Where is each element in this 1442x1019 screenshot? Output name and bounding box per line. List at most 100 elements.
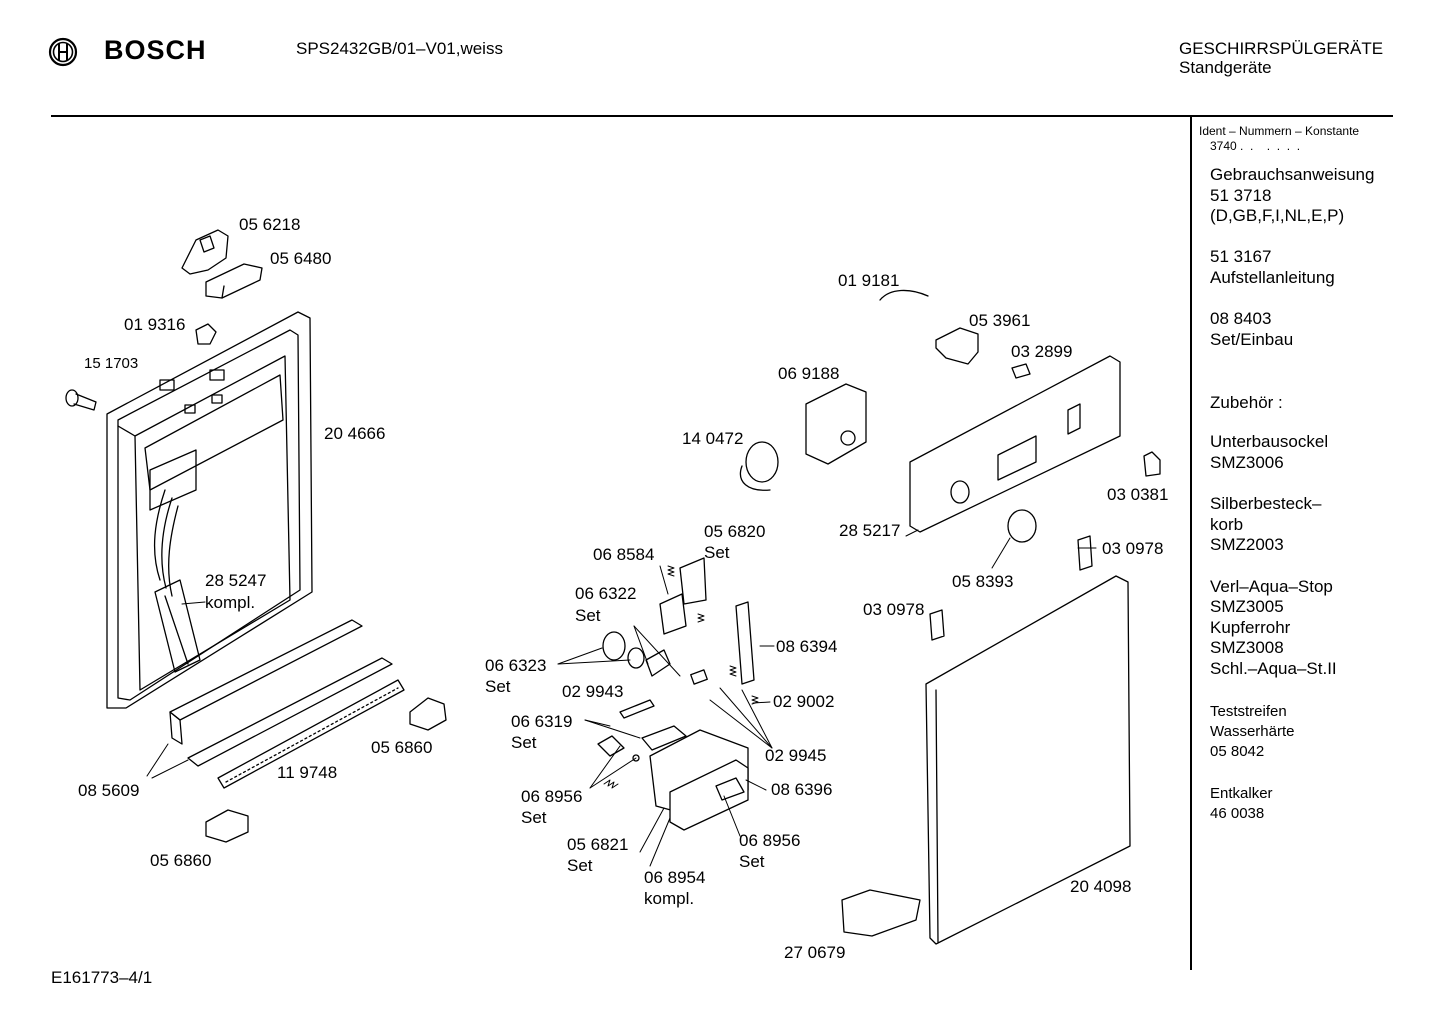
install-number: 08 8403 bbox=[1210, 309, 1272, 328]
outer-door-panel bbox=[925, 575, 1131, 945]
test-strip-label: Wasserhärte bbox=[1210, 723, 1295, 740]
accessory-name: Verl–Aqua–Stop bbox=[1210, 577, 1333, 596]
part-number: 06 8956 bbox=[739, 831, 801, 850]
foam-block bbox=[409, 697, 447, 731]
hinge-bracket bbox=[841, 889, 921, 937]
accessory-code: SMZ2003 bbox=[1210, 535, 1284, 554]
manual-label: Gebrauchsanweisung bbox=[1210, 165, 1375, 184]
part-number: 08 5609 bbox=[78, 781, 140, 800]
programmer-unit bbox=[805, 383, 867, 465]
part-number: 03 0978 bbox=[1102, 539, 1164, 558]
ident-value: 3740 . . . . . . bbox=[1210, 139, 1301, 153]
part-number: 06 8584 bbox=[593, 545, 655, 564]
part-number: 01 9316 bbox=[124, 315, 186, 334]
accessory-code: SMZ3008 bbox=[1210, 638, 1284, 657]
brand-name: BOSCH bbox=[104, 35, 207, 65]
manual-languages: (D,GB,F,I,NL,E,P) bbox=[1210, 206, 1345, 225]
part-number: 08 6394 bbox=[776, 637, 838, 656]
part-number: 03 2899 bbox=[1011, 342, 1073, 361]
part-number: 01 9181 bbox=[838, 271, 900, 290]
descaler-label: Entkalker bbox=[1210, 785, 1273, 802]
accessory-name: Schl.–Aqua–St.II bbox=[1210, 659, 1337, 678]
part-number: 03 0978 bbox=[863, 600, 925, 619]
latch-part bbox=[929, 609, 945, 641]
part-note: kompl. bbox=[205, 593, 256, 612]
door-rails bbox=[169, 619, 405, 789]
part-note: Set bbox=[567, 856, 593, 875]
header-rule bbox=[51, 115, 1393, 117]
part-number: 14 0472 bbox=[682, 429, 744, 448]
inner-door-frame bbox=[106, 311, 313, 709]
category-title: GESCHIRRSPÜLGERÄTE bbox=[1179, 39, 1384, 58]
part-number: 05 6218 bbox=[239, 215, 301, 234]
part-number: 11 9748 bbox=[277, 763, 338, 782]
part-number: 20 4666 bbox=[324, 424, 386, 443]
part-number: 05 8393 bbox=[952, 572, 1014, 591]
part-number: 05 6821 bbox=[567, 835, 629, 854]
test-strip-code: 05 8042 bbox=[1210, 743, 1265, 760]
accessories-label: Zubehör : bbox=[1210, 393, 1283, 412]
part-number: 02 9002 bbox=[773, 692, 835, 711]
foam-block bbox=[205, 809, 249, 843]
descaler-code: 46 0038 bbox=[1210, 805, 1265, 822]
bosch-logo-icon bbox=[48, 37, 78, 67]
accessory-code: SMZ3006 bbox=[1210, 453, 1284, 472]
part-number: 20 4098 bbox=[1070, 877, 1132, 896]
part-number: 06 8954 bbox=[644, 868, 706, 887]
clip-part bbox=[195, 323, 217, 345]
springs bbox=[603, 565, 759, 789]
manual-number: 51 3718 bbox=[1210, 186, 1272, 205]
part-number: 06 9188 bbox=[778, 364, 840, 383]
part-note: Set bbox=[575, 606, 601, 625]
part-number: 05 6820 bbox=[704, 522, 766, 541]
setup-number: 51 3167 bbox=[1210, 247, 1272, 266]
part-number: 15 1703 bbox=[84, 355, 139, 372]
part-note: Set bbox=[521, 808, 547, 827]
lever-part bbox=[1011, 363, 1031, 379]
part-number: 02 9943 bbox=[562, 682, 624, 701]
category-subtitle: Standgeräte bbox=[1179, 58, 1272, 77]
control-panel bbox=[909, 355, 1121, 533]
part-note: Set bbox=[704, 543, 730, 562]
part-number: 05 6480 bbox=[270, 249, 332, 268]
part-number: 02 9945 bbox=[765, 746, 827, 765]
install-label: Set/Einbau bbox=[1210, 330, 1294, 349]
part-number: 06 6319 bbox=[511, 712, 573, 731]
part-number: 03 0381 bbox=[1107, 485, 1169, 504]
accessory-name: Kupferrohr bbox=[1210, 618, 1291, 637]
accessory-name: korb bbox=[1210, 515, 1244, 534]
bracket-part bbox=[935, 327, 979, 365]
part-number: 27 0679 bbox=[784, 943, 846, 962]
accessory-code: SMZ3005 bbox=[1210, 597, 1284, 616]
part-number: 05 6860 bbox=[150, 851, 212, 870]
screw-part bbox=[65, 389, 97, 411]
accessory-name: Silberbesteck– bbox=[1210, 494, 1322, 513]
part-number: 06 8956 bbox=[521, 787, 583, 806]
setup-label: Aufstellanleitung bbox=[1210, 268, 1335, 287]
knob-part bbox=[739, 441, 779, 491]
part-number: 28 5247 bbox=[205, 571, 267, 590]
accessory-name: Unterbausockel bbox=[1210, 432, 1329, 451]
part-number: 28 5217 bbox=[839, 521, 901, 540]
model-number: SPS2432GB/01–V01,weiss bbox=[296, 39, 503, 58]
sidebar-divider bbox=[1190, 117, 1192, 970]
drawing-id: E161773–4/1 bbox=[51, 968, 153, 987]
latch-part bbox=[1077, 535, 1093, 571]
part-number: 06 6322 bbox=[575, 584, 637, 603]
knob-cap bbox=[1007, 509, 1037, 543]
hinge-part bbox=[181, 229, 263, 299]
cable-part bbox=[879, 289, 929, 301]
part-number: 06 6323 bbox=[485, 656, 547, 675]
part-note: kompl. bbox=[644, 889, 695, 908]
leader-lines bbox=[146, 529, 1097, 867]
ident-title: Ident – Nummern – Konstante bbox=[1199, 124, 1360, 138]
part-number: 05 6860 bbox=[371, 738, 433, 757]
test-strip-label: Teststreifen bbox=[1210, 703, 1287, 720]
button-part bbox=[1143, 451, 1161, 477]
part-note: Set bbox=[511, 733, 537, 752]
part-note: Set bbox=[485, 677, 511, 696]
part-number: 08 6396 bbox=[771, 780, 833, 799]
part-note: Set bbox=[739, 852, 765, 871]
part-number: 05 3961 bbox=[969, 311, 1031, 330]
